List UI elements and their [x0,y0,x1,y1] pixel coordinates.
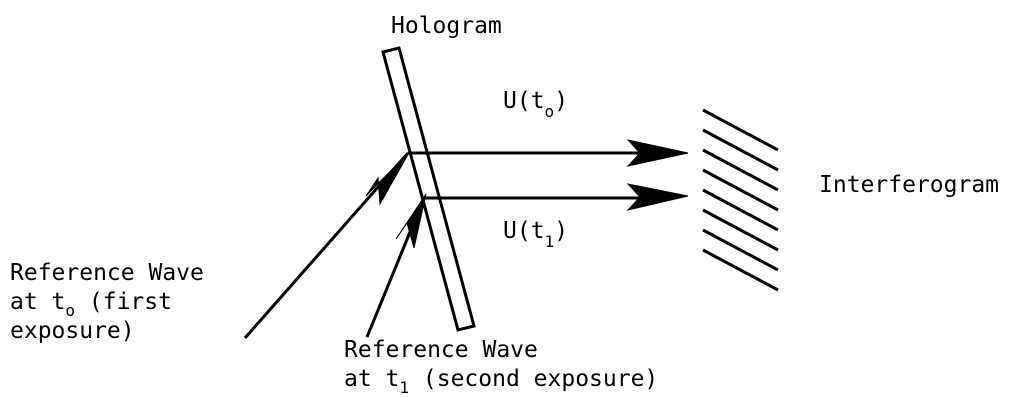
ref-first-line1: Reference Wave [10,260,204,286]
u-t0-label: U(to) [503,88,568,121]
u-t1-prefix: U(t [503,218,545,244]
u-t1-subscript: 1 [545,232,555,251]
hologram-plate [381,46,476,332]
u-t1-suffix: ) [554,218,568,244]
hologram-label: Hologram [391,13,502,39]
ref-first-line3: exposure) [10,318,135,344]
interferogram-fringes [702,108,779,292]
u-t0-suffix: ) [554,88,568,114]
reference-wave-first-arrow [243,150,411,339]
u-t0-prefix: U(t [503,88,545,114]
ref-second-line2: at t1 (second exposure) [344,366,658,397]
u-t0-subscript: o [545,102,555,121]
wave-u-t1-arrow [424,183,689,211]
ref-first-line2-prefix: at t [10,289,65,315]
ref-second-line1: Reference Wave [344,337,538,363]
ref-first-subscript: o [65,301,75,320]
wave-u-t0-arrow [408,139,689,167]
ref-second-line2-prefix: at t [344,366,399,392]
reference-wave-second-label: Reference Wave at t1 (second exposure) [344,337,658,397]
ref-second-subscript: 1 [399,378,409,397]
reference-wave-first-label: Reference Wave at to (first exposure) [10,260,204,344]
ref-second-line2-suffix: (second exposure) [409,366,658,392]
reference-wave-second-arrow [365,193,427,338]
ref-first-line2-suffix: (first [75,289,172,315]
u-t1-label: U(t1) [503,218,568,251]
interferogram-label: Interferogram [819,172,999,198]
ref-first-line2: at to (first [10,289,172,320]
